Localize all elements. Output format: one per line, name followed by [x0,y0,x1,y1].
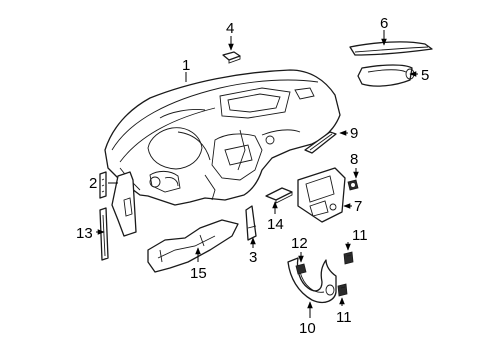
callout-7: 7 [354,198,362,215]
callout-14: 14 [267,216,284,233]
left-end-cap [111,171,137,237]
storage-bin-part-5 [357,64,415,87]
instrument-panel [104,69,341,206]
control-bezel-part-7 [297,167,346,223]
vent-part-2 [99,171,107,199]
callout-9: 9 [350,125,358,142]
screw-part-11-upper [343,251,354,265]
clip-part-12 [295,263,307,275]
top-cover-part-6 [349,41,433,56]
callout-8: 8 [350,151,358,168]
callout-12: 12 [291,235,308,252]
bracket-part-3 [245,205,257,241]
knob-part-8 [347,179,359,191]
callout-10: 10 [299,320,316,337]
callout-6: 6 [380,15,388,32]
callout-13: 13 [76,225,93,242]
callout-labels: 1 2 3 4 5 6 7 8 9 10 11 11 12 13 14 15 [76,15,429,337]
screw-part-11-lower [337,283,348,297]
callout-15: 15 [190,265,207,282]
callout-11-upper: 11 [352,227,368,244]
trim-bezel-part-14 [265,187,293,204]
clip-part-4 [222,51,241,64]
callout-3: 3 [249,249,257,266]
knee-panel-part-15 [147,219,239,273]
leader-lines [96,30,418,318]
trim-strip-part-13 [99,207,109,261]
callout-11-lower: 11 [336,309,352,326]
callout-5: 5 [421,67,429,84]
side-trim-part-9 [304,131,337,154]
column-cover-part-10 [287,257,337,304]
callout-2: 2 [89,175,97,192]
callout-4: 4 [226,20,234,37]
callout-1: 1 [182,57,190,74]
